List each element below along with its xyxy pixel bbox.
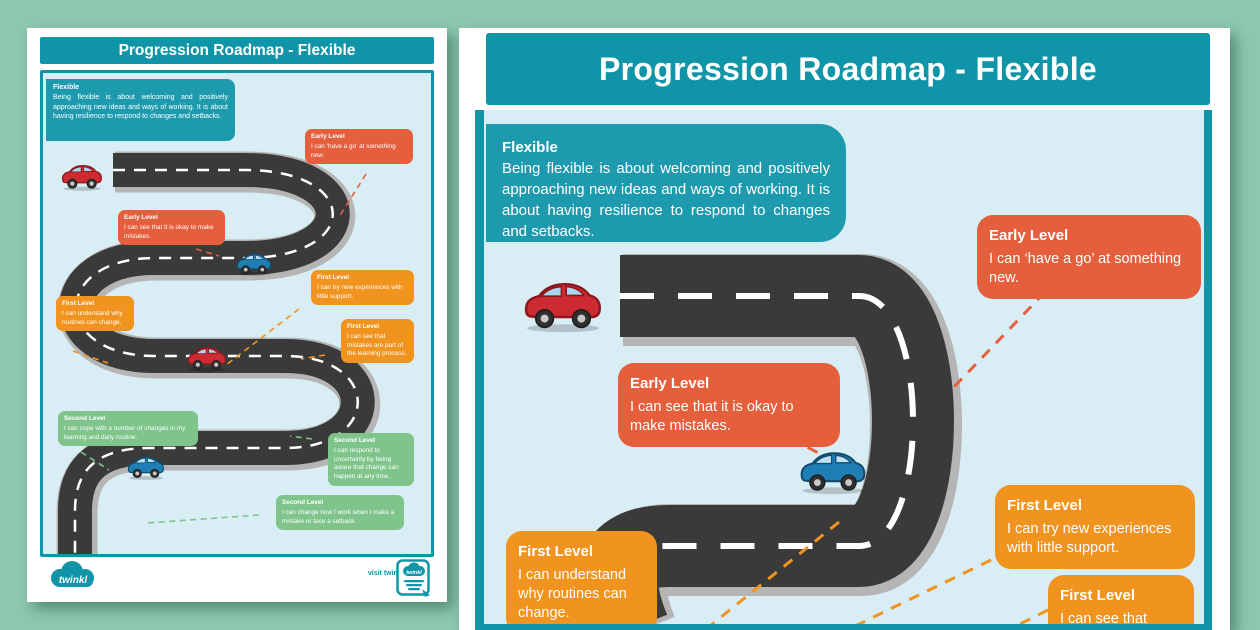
callout-first-level-1: First Level I can try new experiences wi… [311, 270, 414, 306]
poster-title-bar: Progression Roadmap - Flexible [486, 33, 1210, 105]
callout-early-level-1: Early Level I can ‘have a go’ at somethi… [977, 215, 1201, 300]
callout-first-level-2: First Level I can see that mistakes are … [1048, 575, 1194, 630]
callout-early-level-1: Early Level I can ‘have a go’ at somethi… [305, 129, 413, 165]
poster-zoomed-page: Progression Roadmap - Flexible Flexible [459, 28, 1230, 630]
callout-second-level-3: Second Level I can change how I work whe… [276, 495, 404, 531]
callout-second-level-2: Second Level I can respond to uncertaint… [328, 433, 414, 487]
svg-text:twinkl: twinkl [59, 575, 88, 586]
callout-first-level-1: First Level I can try new experiences wi… [995, 485, 1195, 570]
content-border-left [475, 110, 484, 630]
red-car-icon [61, 160, 103, 193]
svg-text:twinkl: twinkl [406, 570, 422, 576]
callout-early-level-2: Early Level I can see that it is okay to… [618, 363, 840, 448]
callout-first-level-2: First Level I can see that mistakes are … [341, 319, 414, 364]
blue-car-icon [236, 250, 272, 277]
intro-box: Flexible Being flexible is about welcomi… [486, 124, 846, 242]
intro-heading: Flexible [502, 139, 558, 156]
red-car-icon [187, 343, 227, 373]
visit-twinkl-link[interactable]: visit twinkl.com [367, 570, 420, 577]
twinkl-quality-badge: twinkl [396, 559, 430, 597]
callout-early-level-2: Early Level I can see that it is okay to… [118, 210, 225, 246]
callout-second-level-1: Second Level I can cope with a number of… [58, 411, 198, 447]
twinkl-logo: twinkl [51, 561, 94, 587]
poster-footer: twinkl visit twinkl.com twinkl [27, 557, 447, 602]
poster-content-area: Flexible Being flexible is about welcomi… [40, 70, 434, 557]
callout-connector-lines [72, 173, 367, 524]
poster-thumbnail-page[interactable]: Progression Roadmap - Flexible [27, 28, 447, 602]
intro-heading: Flexible [53, 84, 80, 91]
intro-body: Being flexible is about welcoming and po… [502, 160, 830, 240]
callout-first-level-3: First Level I can understand why routine… [56, 296, 134, 332]
intro-box: Flexible Being flexible is about welcomi… [46, 79, 235, 141]
poster-content-area: Flexible Being flexible is about welcomi… [475, 110, 1212, 630]
poster-title-bar: Progression Roadmap - Flexible [40, 37, 434, 64]
blue-car-icon [799, 444, 867, 498]
blue-car-icon [127, 453, 165, 481]
content-border-right [1204, 110, 1212, 630]
intro-body: Being flexible is about welcoming and po… [53, 93, 228, 121]
road-graphic [56, 151, 380, 554]
poster-title: Progression Roadmap - Flexible [118, 41, 356, 59]
content-border-bottom [475, 624, 1212, 630]
callout-first-level-3: First Level I can understand why routine… [506, 531, 657, 630]
red-car-icon [523, 272, 603, 338]
poster-title: Progression Roadmap - Flexible [599, 50, 1097, 87]
